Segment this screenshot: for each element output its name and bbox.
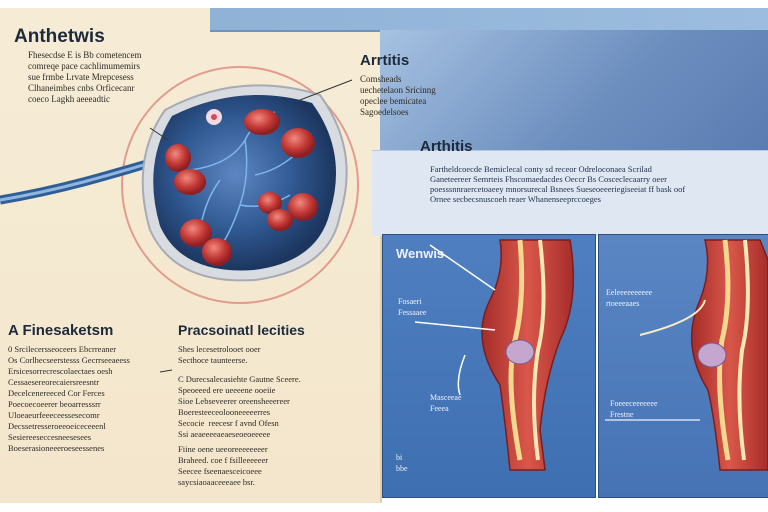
blood-vessel-highlight <box>0 158 161 202</box>
label-leader-line <box>299 79 353 101</box>
knee-left-small-a: Fosaeri Fessaaee <box>398 297 427 317</box>
knee-left-corner: bi bbe <box>396 453 408 473</box>
cell-outer-ring <box>121 66 359 304</box>
red-blood-cell <box>258 192 282 214</box>
red-blood-cell <box>165 144 191 172</box>
tendon-left <box>532 239 546 461</box>
red-blood-cell <box>202 238 232 266</box>
bottom-left-title: A Finesaketsm <box>8 322 114 339</box>
cell-label-title: Arrtitis <box>360 52 410 69</box>
cartilage-right <box>717 239 731 461</box>
label-leader-line <box>414 321 496 331</box>
label-leader-line <box>429 244 496 291</box>
red-blood-cell <box>180 219 212 247</box>
cartilage-left <box>508 239 525 461</box>
knee-left-small-b: Masceeae Feeea <box>430 393 462 413</box>
knee-right-small-a: Eeleeeeeeeeee rtoeeeaaes <box>606 288 653 308</box>
knee-right-small-b: Foeeeceeeeeee Frestne <box>610 399 658 419</box>
bursa-left <box>505 339 535 365</box>
red-blood-cell <box>244 109 280 135</box>
mid-right-title: Arthitis <box>420 138 473 155</box>
label-leader-line <box>457 354 466 396</box>
middle-right-text-panel <box>372 150 768 236</box>
top-left-title: Anthetwis <box>14 26 105 47</box>
bottom-mid-text-b: C Durecsalecasiehte Gautne Sceere. Speoe… <box>178 374 301 439</box>
tendon-right <box>737 239 750 461</box>
label-leader-line <box>159 369 173 373</box>
label-leader-line <box>639 299 706 336</box>
cell-label-text: Comsheads uechetelaon Sricinng opeclee b… <box>360 74 436 117</box>
bottom-mid-text-c: Fiine oene ueeoreeeeeeeer Braheed. coe f… <box>178 444 269 487</box>
bursa-right <box>697 342 727 368</box>
bottom-mid-title: Pracsoinatl lecities <box>178 322 305 338</box>
red-blood-cell <box>288 193 318 221</box>
red-blood-cell <box>267 209 293 231</box>
mid-right-text: Fartheldcoecde Bemiclecal conty sd receo… <box>430 164 686 204</box>
bottom-left-text: 0 Srcilecersseoceers Ebcrreaner Os Corlh… <box>8 344 130 453</box>
top-left-text: Fhesecdse E is Bb cometencem comreqe pac… <box>28 50 142 104</box>
label-leader-line <box>149 127 169 141</box>
red-blood-cell <box>281 128 315 158</box>
bottom-mid-text-a: Shes lecesetrolooet ooer Secthoce taunte… <box>178 344 261 365</box>
top-right-blue-panel <box>380 30 768 170</box>
white-cell-nucleus <box>211 114 217 120</box>
red-blood-cell <box>174 169 206 195</box>
knee-left-label: Wenwis <box>396 246 445 261</box>
